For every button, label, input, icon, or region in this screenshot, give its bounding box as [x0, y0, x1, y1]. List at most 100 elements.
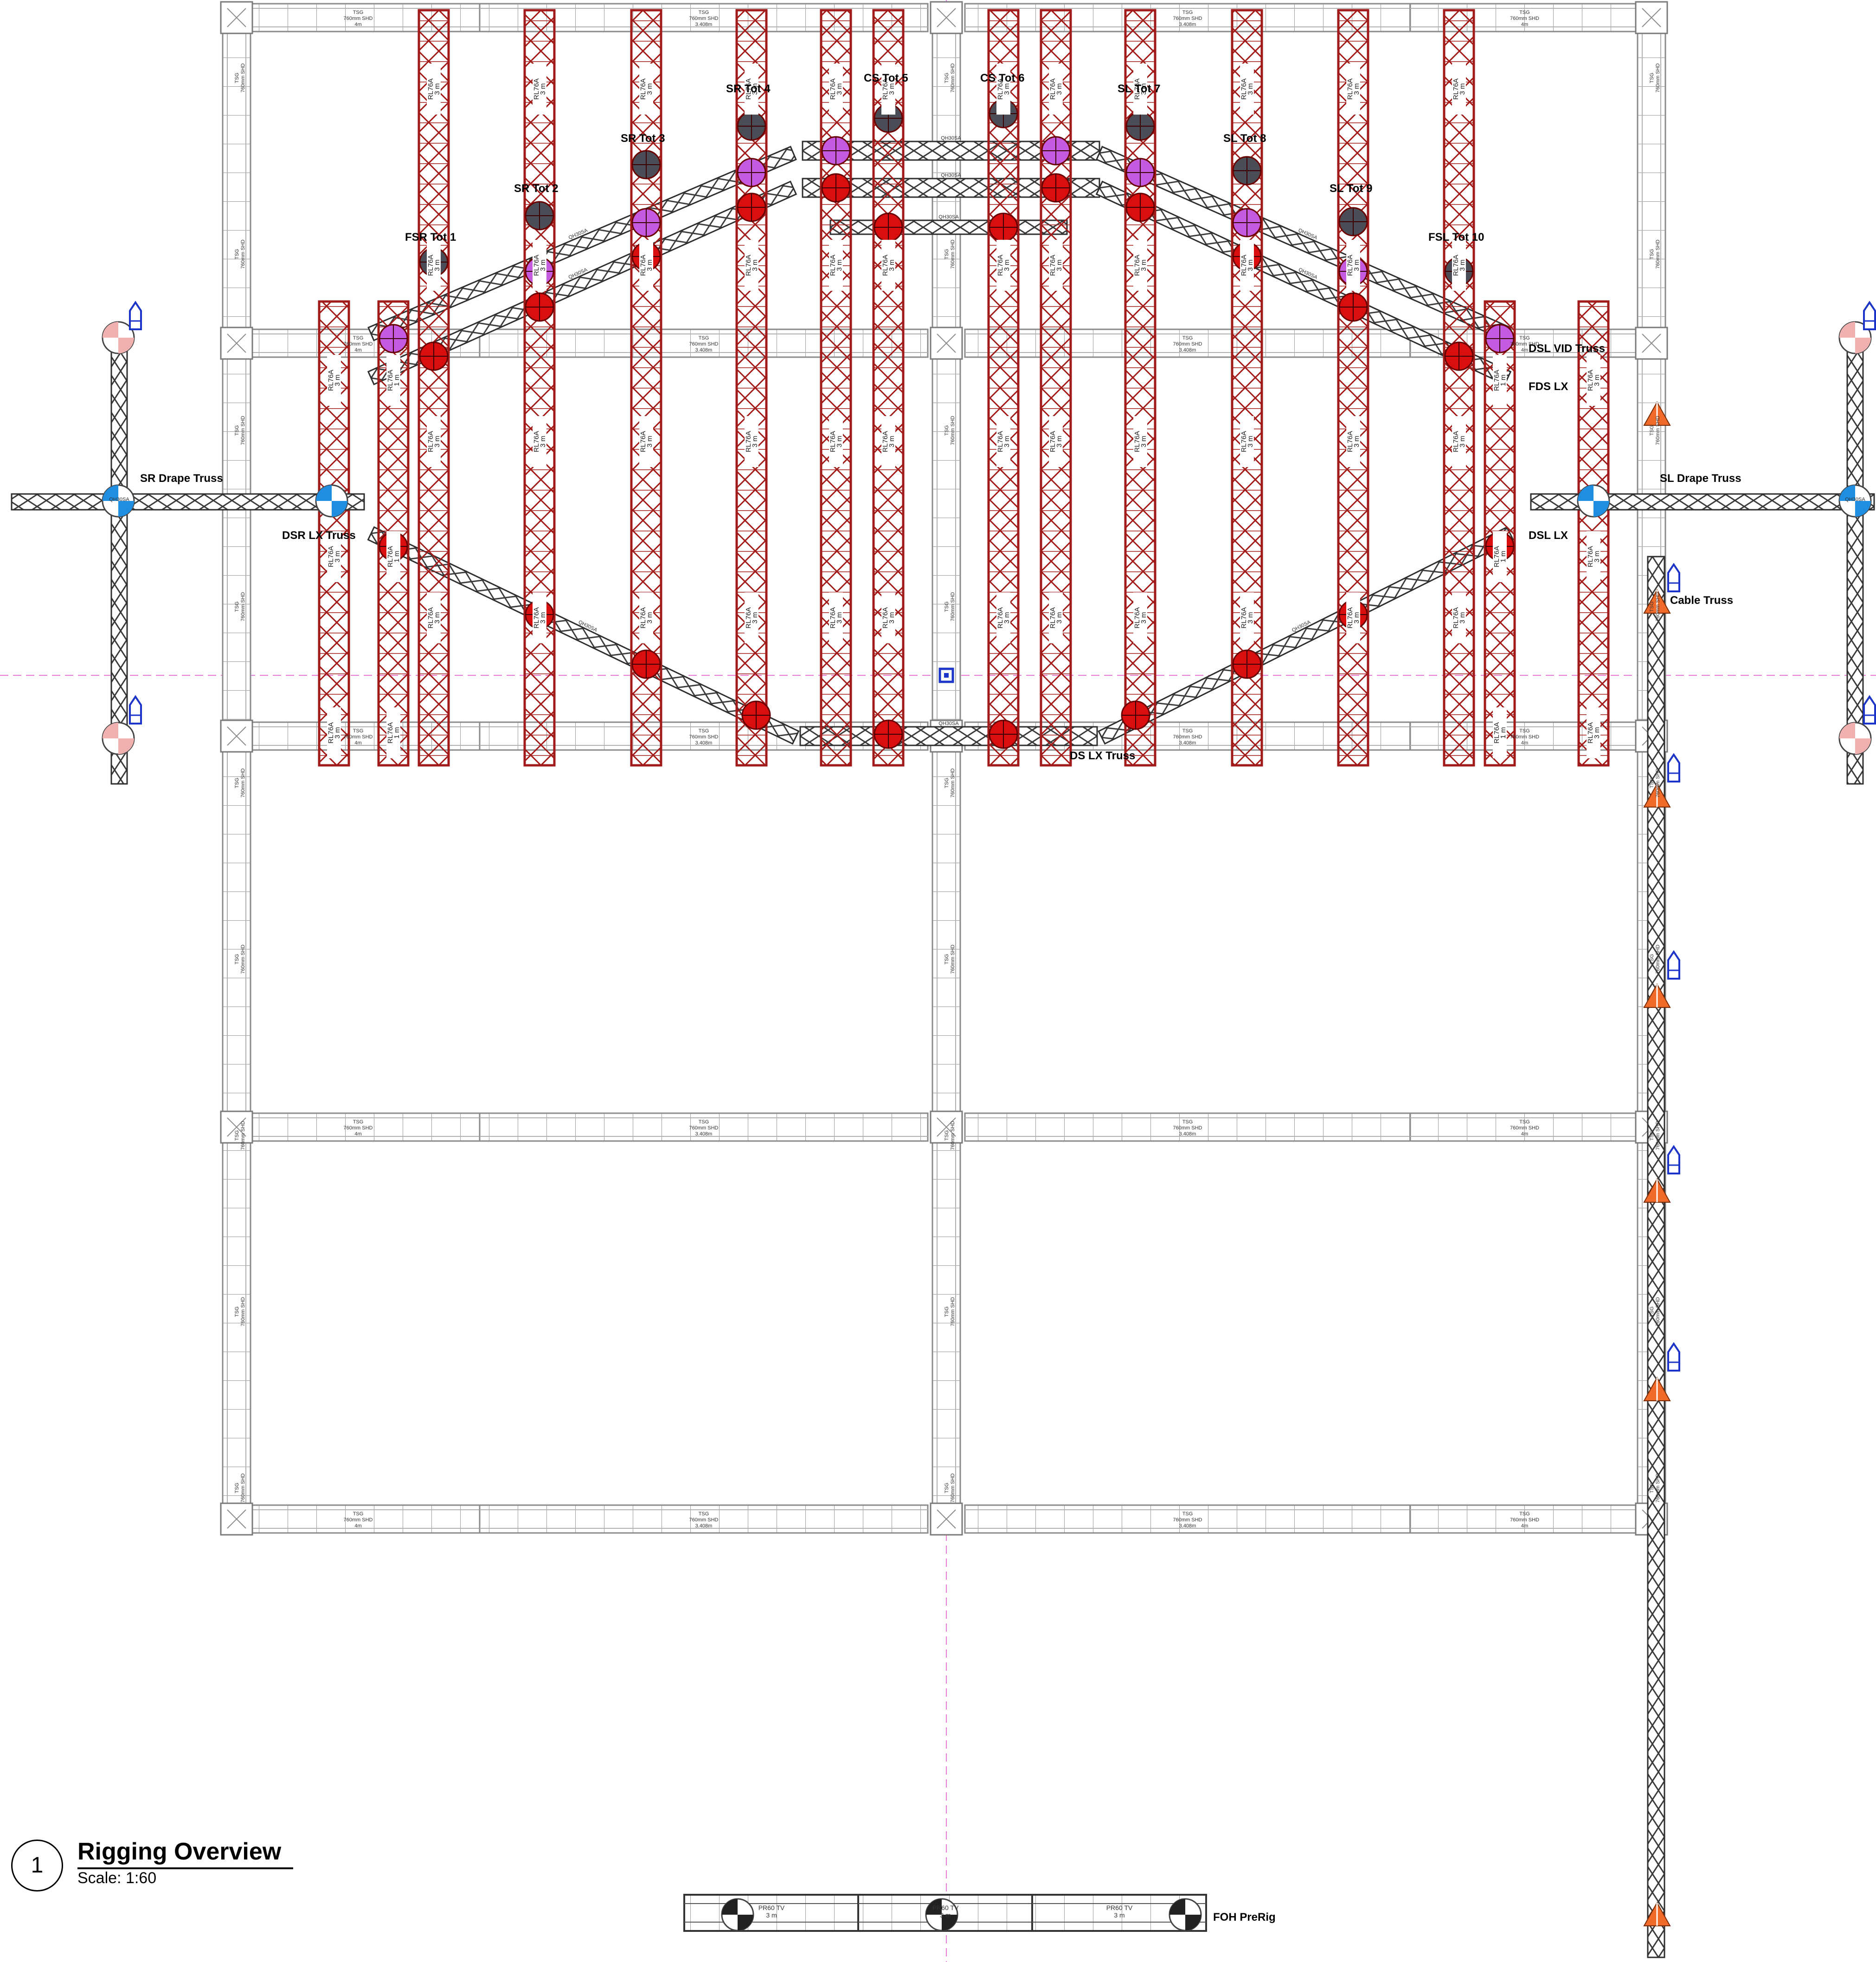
rl76a-tower-5	[820, 9, 852, 767]
rl76a-tower-8-label-bg	[1049, 416, 1063, 467]
rl76a-tower-6-label: RL76A	[881, 78, 889, 100]
rl76a-tower-3-label: RL76A	[639, 431, 647, 452]
anchor-point-icon-9	[1667, 1342, 1680, 1372]
rl76a-tower-sr-inner-label-bg	[386, 355, 400, 406]
tsg-leg-2-spec-label: 760mm SHD	[1655, 944, 1661, 974]
rl76a-tower-6-label-bg	[881, 416, 895, 467]
tsg-corner-brace	[1642, 333, 1661, 353]
anchor-point-icon-4	[1863, 695, 1876, 725]
tsg-beam-0-2-tsg-label: TSG	[1182, 10, 1193, 15]
chain-motor-icon-vid-5	[821, 136, 851, 166]
rl76a-tower-sr-outer-label: RL76A	[327, 546, 335, 567]
rl76a-tower-6-label: RL76A	[881, 431, 889, 452]
rl76a-tower-5-label-bg	[829, 64, 843, 115]
cable-motor-icon-2	[1643, 589, 1671, 614]
view-number: 1	[31, 1853, 44, 1878]
rl76a-tower-4-label-bg	[745, 240, 758, 291]
tsg-leg-1-tsg-label: TSG	[944, 778, 950, 789]
tsg-beam-2-0-length-label: 4m	[354, 740, 361, 746]
tsg-beam-1-1-spec-label: 760mm SHD	[689, 341, 719, 347]
sr-drape-label: QH30SA	[109, 497, 129, 502]
rl76a-tower-3-label: RL76A	[639, 607, 647, 628]
cable-motor-icon-3	[1643, 782, 1671, 808]
tsg-beam-3-1-length-label: 3.408m	[695, 1131, 713, 1137]
rl76a-tower-4-label: RL76A	[745, 607, 752, 628]
foh-motor-icon-3	[1169, 1898, 1202, 1931]
rl76a-tower-7-label-bg	[996, 416, 1010, 467]
anchor-point-icon-7	[1667, 950, 1680, 980]
tsg-beam-4-0-spec-label: 760mm SHD	[344, 1517, 373, 1523]
label-sl-tot-7: SL Tot 7	[1118, 83, 1161, 95]
tsg-leg-1-spec-label: 760mm SHD	[950, 416, 956, 445]
rl76a-tower-sl-outer-label: RL76A	[1587, 546, 1594, 567]
rl76a-tower-5-label: RL76A	[829, 255, 837, 276]
tsg-beam-3-2-tsg-label: TSG	[1182, 1119, 1193, 1125]
rl76a-tower-7-length: 3 m	[1003, 436, 1011, 447]
rl76a-tower-4-label: RL76A	[745, 255, 752, 276]
qh-fds-lx-center-label: QH30SA	[941, 173, 961, 178]
tsg-leg-2-spec-label: 760mm SHD	[1655, 416, 1661, 445]
rl76a-tower-9-label: RL76A	[1133, 607, 1141, 628]
chain-motor-icon-lx-19	[1121, 700, 1150, 730]
tsg-beam-0-1-spec-label: 760mm SHD	[689, 16, 719, 21]
anchor-point-icon-8	[1667, 1145, 1680, 1174]
rl76a-tower-10-label: RL76A	[1240, 255, 1248, 276]
chain-motor-icon-tot-4	[737, 111, 766, 141]
rl76a-tower-8-label-bg	[1049, 64, 1063, 115]
rl76a-tower-8	[1040, 9, 1072, 767]
tsg-leg-0-spec-label: 760mm SHD	[240, 1121, 246, 1150]
chain-motor-icon-lx-6	[1041, 173, 1071, 203]
rl76a-tower-2-label: RL76A	[533, 431, 540, 452]
foh-motor-icon-1-q1	[722, 1899, 738, 1915]
qh-ds-lx-center-label: QH30SA	[938, 721, 959, 726]
tsg-beam-0-1-length-label: 3.408m	[695, 22, 713, 27]
tsg-beam-2-0-spec-label: 760mm SHD	[344, 734, 373, 740]
tsg-leg-1-tsg-label: TSG	[944, 1130, 950, 1141]
tsg-beam-1-2-length-label: 3.408m	[1179, 347, 1196, 353]
chain-motor-icon-vid-4	[737, 158, 766, 187]
rl76a-tower-4-length: 3 m	[751, 83, 759, 95]
tsg-leg-1-spec-label: 760mm SHD	[950, 944, 956, 974]
tsg-beam-0-3-spec-label: 760mm SHD	[1510, 16, 1539, 21]
rl76a-tower-3-label-bg	[639, 592, 653, 643]
rl76a-tower-6-length: 3 m	[888, 612, 896, 623]
tsg-leg-0-tsg-label: TSG	[234, 778, 240, 789]
tsg-leg-0-tsg-label: TSG	[234, 602, 240, 612]
rl76a-tower-9-label: RL76A	[1133, 78, 1141, 100]
rl76a-tower-sl-inner-length: 1 m	[1499, 551, 1507, 562]
sr-drape-vertical	[110, 324, 128, 785]
drape-motor-icon-2	[315, 484, 348, 518]
rl76a-tower-1-label: RL76A	[427, 78, 435, 100]
chain-motor-icon-tot-2	[525, 201, 554, 231]
label-fsl-tot-10: FSL Tot 10	[1428, 231, 1484, 244]
chain-motor-icon-lx-16	[741, 700, 771, 730]
chain-motor-icon-vid-3	[631, 208, 661, 237]
rl76a-tower-11	[1337, 9, 1369, 767]
rl76a-tower-12-label-bg	[1452, 64, 1466, 115]
rl76a-tower-1-label: RL76A	[427, 607, 435, 628]
foh-prerig-label: PR60 TV	[758, 1904, 785, 1911]
rl76a-tower-12-label-bg	[1452, 416, 1466, 467]
rl76a-tower-12-length: 3 m	[1458, 436, 1466, 447]
rl76a-tower-sl-outer-label-bg	[1587, 707, 1600, 758]
tsg-corner-brace	[227, 726, 246, 746]
rl76a-tower-7-label: RL76A	[996, 607, 1004, 628]
tsg-beam-4-1-spec-label: 760mm SHD	[689, 1517, 719, 1523]
rl76a-tower-10-label: RL76A	[1240, 78, 1248, 100]
rl76a-tower-sl-inner-label: RL76A	[1493, 722, 1501, 744]
title-underline	[77, 1867, 293, 1869]
chain-motor-icon-lx-5	[821, 173, 851, 203]
tsg-leg-2-spec-label: 760mm SHD	[1655, 239, 1661, 269]
tsg-beam-4-3-tsg-label: TSG	[1519, 1511, 1530, 1517]
tsg-leg-2-tsg-label: TSG	[1649, 954, 1655, 965]
rl76a-tower-sl-outer-label: RL76A	[1587, 722, 1594, 744]
rl76a-tower-5-label: RL76A	[829, 431, 837, 452]
rl76a-tower-3-length: 3 m	[646, 612, 654, 623]
chain-motor-icon-lx-10	[1444, 341, 1474, 371]
rl76a-tower-10-length: 3 m	[1246, 612, 1254, 623]
rl76a-tower-11-length: 3 m	[1353, 259, 1361, 271]
rl76a-tower-11-label-bg	[1346, 592, 1360, 643]
tsg-beam-4-2-tsg-label: TSG	[1182, 1511, 1193, 1517]
sl-drape-vertical	[1846, 324, 1864, 785]
